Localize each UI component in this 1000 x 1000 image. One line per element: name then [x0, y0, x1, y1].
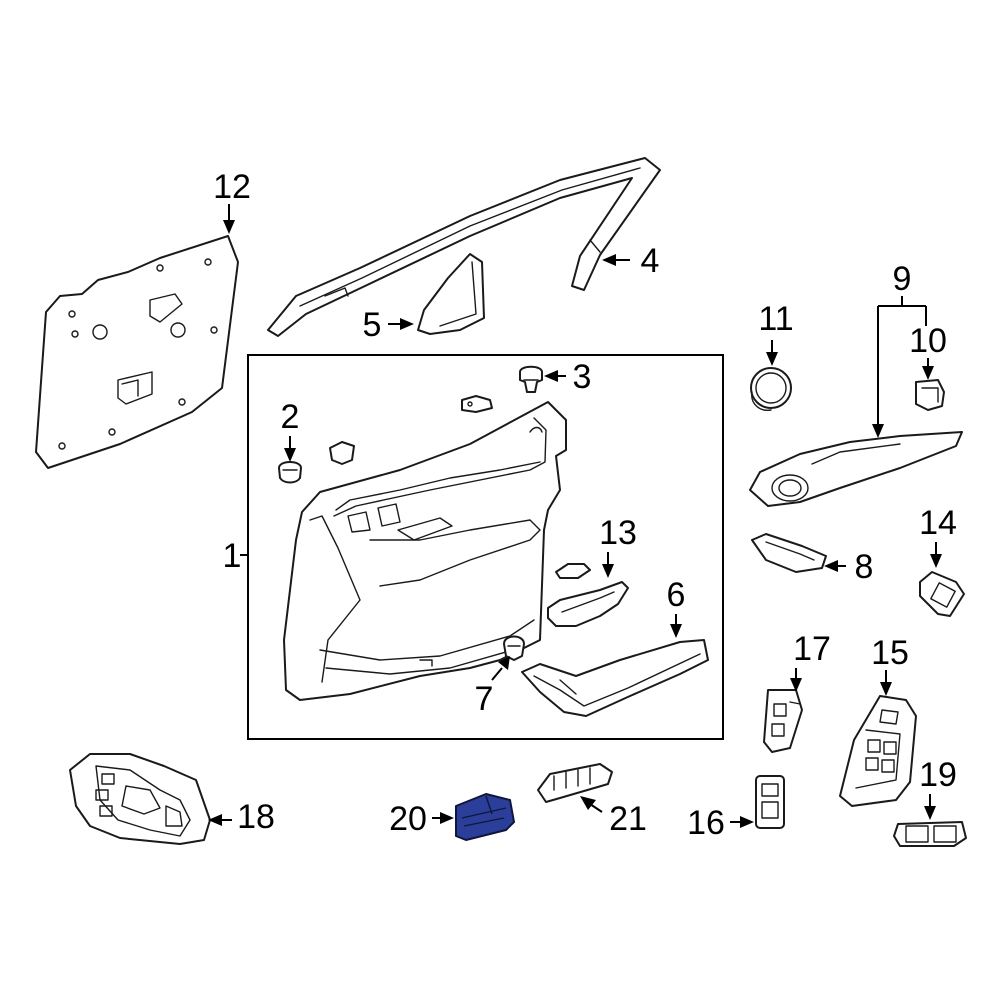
- part-17-switch-housing: [763, 689, 803, 753]
- part-16-switch: [755, 775, 785, 829]
- leaders: [208, 204, 942, 828]
- callout-17: 17: [793, 630, 831, 668]
- callout-12: 12: [213, 168, 251, 206]
- part-9-trim-strip: [749, 431, 963, 507]
- part-21-housing: [537, 763, 613, 803]
- part-bracket: [461, 395, 493, 413]
- part-7-clip: [503, 635, 525, 661]
- part-11-speaker-grille: [750, 367, 792, 411]
- part-4-window-frame-trim: [267, 157, 661, 337]
- part-panel-clip: [329, 441, 355, 465]
- callout-labels: 12 4 5 3 2 1 11 9 10 13 6 7 8 14 17 15 1…: [213, 168, 957, 842]
- part-2-clip: [278, 461, 302, 484]
- callout-14: 14: [919, 504, 957, 542]
- callout-15: 15: [871, 634, 909, 672]
- callout-10: 10: [909, 322, 947, 360]
- part-10-clip: [915, 379, 945, 411]
- part-18-seat-control-switch: [69, 753, 211, 845]
- part-15-master-window-switch: [839, 695, 917, 807]
- callout-20: 20: [389, 800, 427, 838]
- callout-13: 13: [599, 514, 637, 552]
- callout-7: 7: [475, 680, 494, 718]
- callout-19: 19: [919, 756, 957, 794]
- callout-8: 8: [855, 548, 874, 586]
- part-3-push-clip: [519, 365, 543, 393]
- callout-3: 3: [573, 358, 592, 396]
- callout-9: 9: [893, 260, 912, 298]
- part-14-switch: [919, 571, 965, 617]
- callout-16: 16: [687, 804, 725, 842]
- callout-18: 18: [237, 798, 275, 836]
- callout-4: 4: [641, 242, 660, 280]
- callout-6: 6: [667, 576, 686, 614]
- part-6-armrest: [521, 639, 709, 717]
- callout-21: 21: [609, 800, 647, 838]
- callout-1: 1: [223, 537, 242, 575]
- part-19-switch-plate: [893, 821, 967, 847]
- part-12-water-shield: [35, 235, 239, 469]
- callout-5: 5: [363, 306, 382, 344]
- part-13-handle-bezel: [547, 563, 629, 627]
- assembly-box: [247, 354, 724, 740]
- part-8-trim: [751, 533, 827, 573]
- callout-11: 11: [758, 300, 793, 338]
- part-1-door-trim-panel: [283, 401, 567, 701]
- part-20-highlighted: [455, 793, 515, 841]
- callout-2: 2: [281, 398, 300, 436]
- part-5-mirror-trim: [417, 253, 485, 335]
